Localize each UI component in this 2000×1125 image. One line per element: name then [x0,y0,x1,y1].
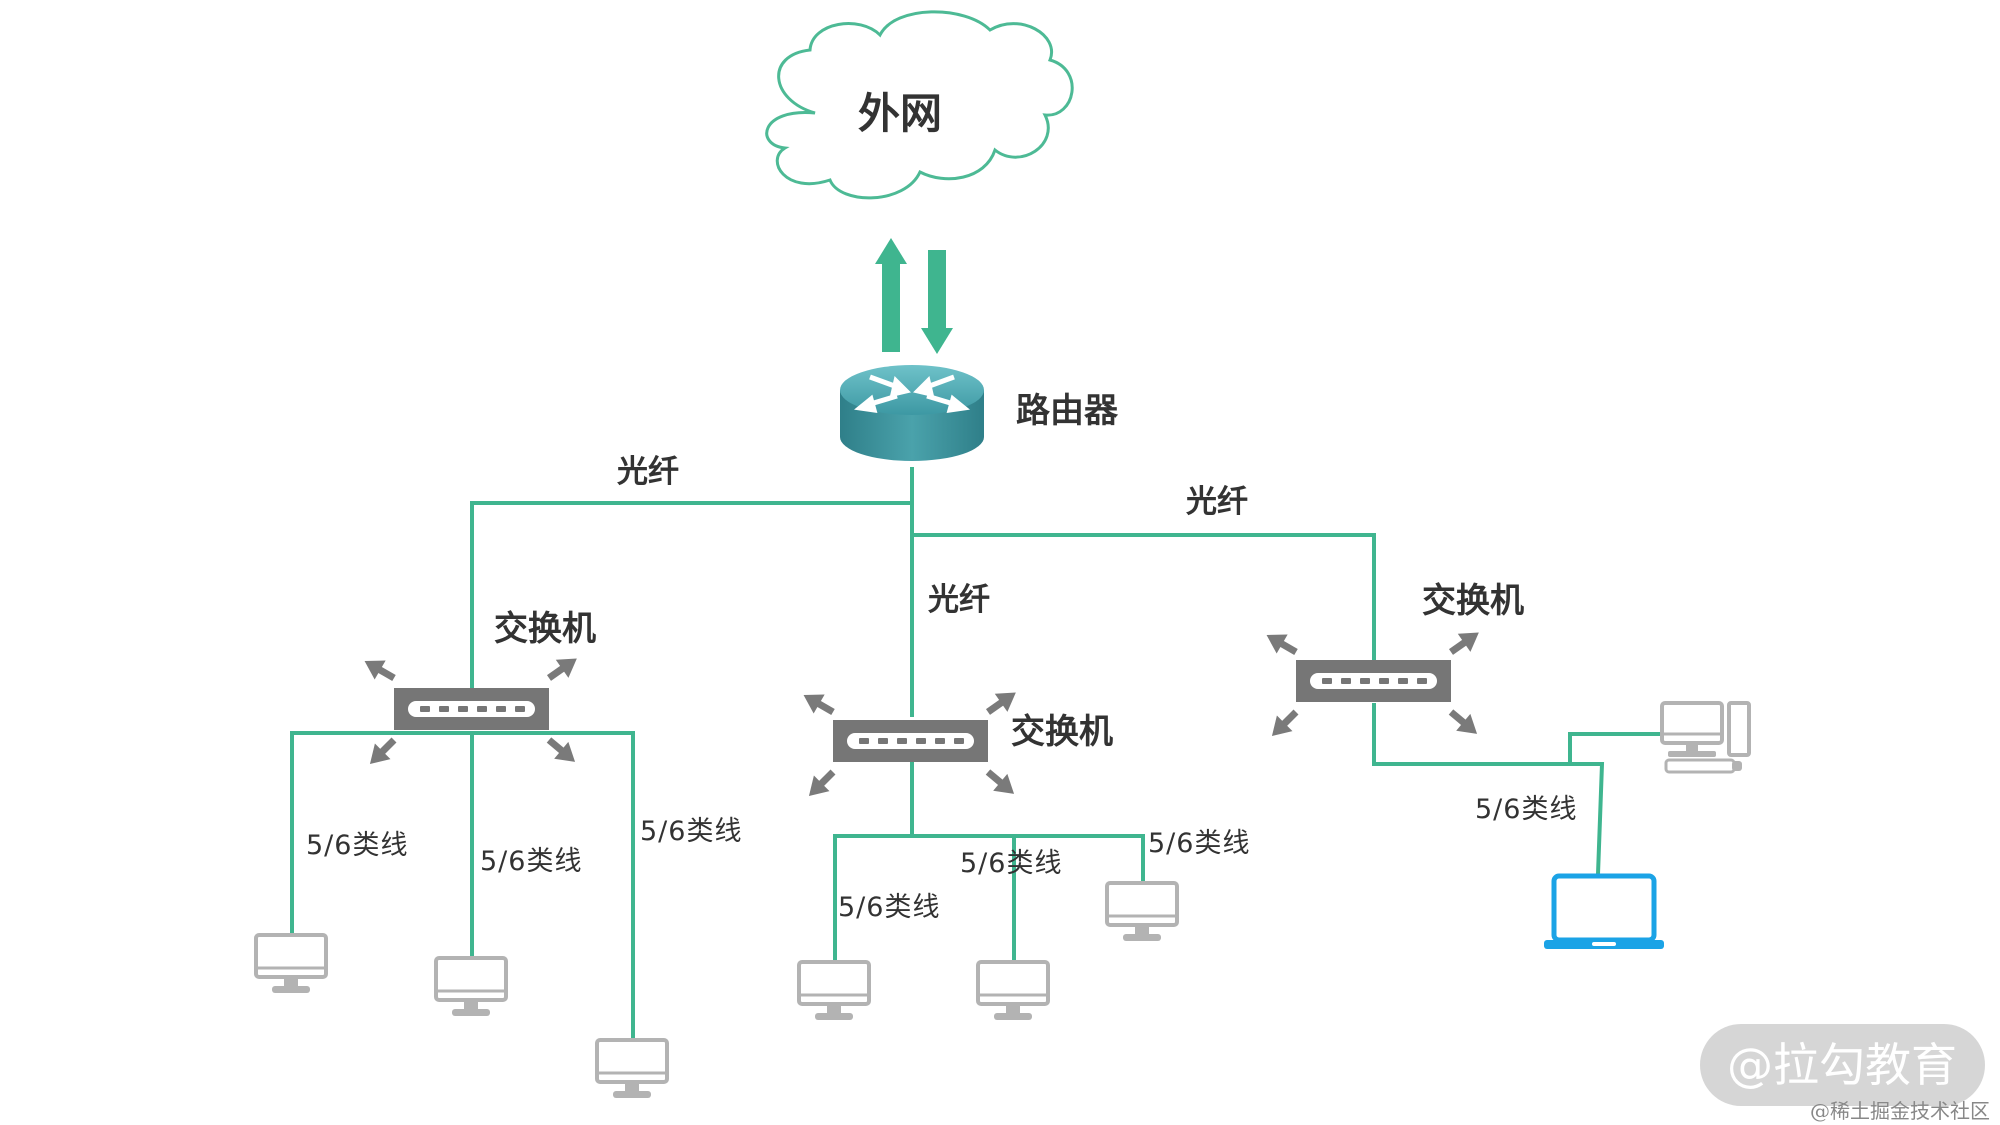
arrow-icon [1264,704,1304,744]
monitor-icon [254,933,328,995]
arrow-icon [798,685,838,721]
monitor-icon [1105,881,1179,943]
watermark-sub: @稀土掘金技术社区 [1810,1099,1990,1123]
switch-left-label: 交换机 [494,609,596,649]
network-links [290,467,1662,1040]
cable-label: 5/6类线 [306,830,408,861]
cloud-icon [765,10,1074,200]
fiber-label-center: 光纤 [928,582,990,618]
arrow-icon [1444,704,1484,743]
fiber-link-right [912,533,1376,662]
switch-right-label: 交换机 [1422,581,1524,621]
cable-left-a [290,731,472,935]
monitor-icon [976,960,1050,1022]
arrow-icon [981,764,1021,803]
arrow-icon [542,732,582,771]
router-icon [840,365,984,461]
upload-arrow-icon [875,238,907,352]
arrow-icon [801,764,841,804]
watermark-main: @拉勾教育 [1727,1038,1957,1092]
monitor-icon [434,956,508,1018]
arrow-icon [359,651,399,687]
cable-right-pc [1568,732,1662,764]
fiber-link-left [470,501,912,688]
laptop-icon [1544,873,1664,949]
cable-label: 5/6类线 [640,816,742,847]
desktop-pc-icon [1660,701,1751,774]
cloud-label: 外网 [858,89,942,138]
cable-center-a [833,834,912,962]
download-arrow-icon [921,250,953,354]
arrow-icon [1261,625,1301,661]
cable-label: 5/6类线 [838,892,940,923]
arrow-icon [543,649,583,687]
fiber-label-left: 光纤 [617,454,679,490]
cable-left-c [472,731,635,1040]
uplink-arrows [875,238,953,354]
watermark: @拉勾教育 @稀土掘金技术社区 [1700,1024,1990,1123]
cable-right-a [1372,703,1605,875]
cable-center-c [912,834,1145,883]
router-label: 路由器 [1016,391,1119,431]
cable-label: 5/6类线 [1475,794,1577,825]
switch-center-label: 交换机 [1011,712,1113,752]
fiber-label-right: 光纤 [1186,484,1248,520]
cable-label: 5/6类线 [480,846,582,877]
cable-label: 5/6类线 [960,848,1062,879]
monitor-icon [595,1038,669,1100]
arrow-icon [362,732,402,772]
arrow-icon [1445,623,1485,661]
monitor-icon [797,960,871,1022]
cable-label: 5/6类线 [1148,828,1250,859]
